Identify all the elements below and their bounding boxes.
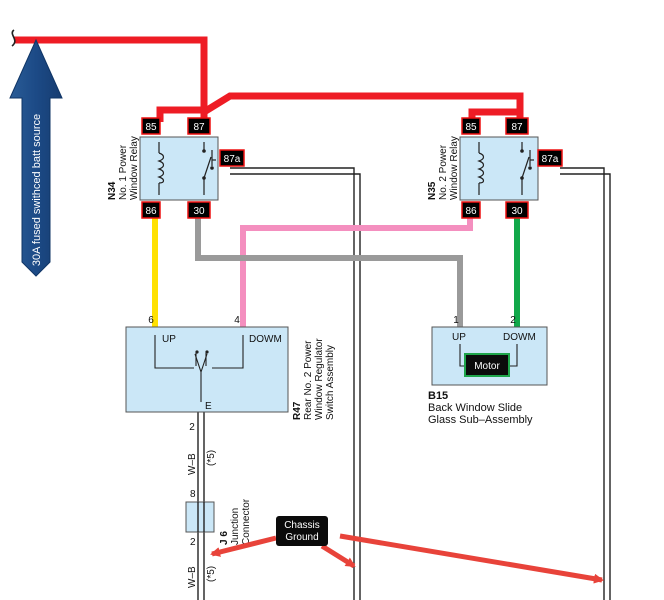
motor-label: Motor [474,361,500,372]
motor-line2: Glass Sub–Assembly [428,414,533,426]
wire-labels: W–B (*5) W–B (*5) 8 2 [187,450,217,588]
power-wire [14,36,524,122]
relay-1-line2: Window Relay [129,136,140,200]
ground-line1: Chassis [284,520,320,531]
motor-pin-left: 1 [453,315,459,326]
ground-arrows [210,533,604,584]
junction-pin-2: 2 [190,537,196,548]
source-arrow-label: 30A fused swithced batt source [31,114,43,266]
relay-2-line2: Window Relay [449,136,460,200]
motor-pin-right: 2 [510,315,516,326]
motor-id: B15 [428,390,448,402]
relay-1-pin-85: 85 [141,117,161,135]
relay-1-line1: No. 1 Power [118,144,129,200]
relay-2-pin-86: 86 [461,201,481,219]
relay-1-pin-30: 30 [187,201,211,219]
relay-1: 85 87 87a 86 30 N34 No. 1 Power Window R… [107,117,245,219]
svg-text:87: 87 [511,122,523,133]
relay-1-pin-87: 87 [187,117,211,135]
relay-2: 85 87 87a 86 30 N35 No. 2 Power Window R… [427,117,563,219]
motor-up-label: UP [452,332,466,343]
svg-text:30: 30 [193,206,205,217]
svg-text:85: 85 [145,122,157,133]
junction-line2: Connector [241,498,252,545]
wire-note-2: (*5) [206,566,217,582]
switch-line2: Window Regulator [314,338,325,420]
ground-wire-87a-2 [560,167,611,600]
svg-text:87a: 87a [542,154,559,165]
relay-2-pin-85: 85 [461,117,481,135]
source-arrow: 30A fused swithced batt source [9,38,63,277]
wire-color-code-1: W–B [187,453,198,475]
relay-1-id: N34 [107,181,118,200]
wire-note-1: (*5) [206,450,217,466]
switch-pin-left: 6 [148,315,154,326]
pink-wire [240,214,473,327]
motor-assembly: 1 2 UP DOWM Motor B15 Back Window Slide … [428,315,548,426]
svg-text:85: 85 [465,122,477,133]
switch-pin-bottom: 2 [189,422,195,433]
switch-assembly: 6 4 UP DOWM E 2 R47 Rear No. 2 Power Win… [125,315,336,433]
junction-pin-8: 8 [190,489,196,500]
relay-1-pin-87a: 87a [219,149,245,167]
svg-text:86: 86 [145,206,157,217]
motor-box: Motor [464,353,510,377]
ground-wire-87a-1 [230,167,361,600]
switch-pin-right: 4 [234,315,240,326]
wire-break-symbol [11,29,16,47]
relay-2-id: N35 [427,181,438,200]
switch-e-label: E [205,401,212,412]
motor-down-label: DOWM [503,332,536,343]
junction-connector: J 6 Junction Connector [185,498,252,545]
relay-2-pin-87a: 87a [537,149,563,167]
switch-id: R47 [292,401,303,420]
switch-up-label: UP [162,334,176,345]
junction-line1: Junction [230,508,241,545]
svg-text:87: 87 [193,122,205,133]
switch-line1: Rear No. 2 Power [303,340,314,420]
chassis-ground-callout: Chassis Ground [276,516,328,546]
relay-2-pin-87: 87 [505,117,529,135]
gray-wire [195,214,463,327]
junction-id: J 6 [219,531,230,545]
svg-text:87a: 87a [224,154,241,165]
switch-line3: Switch Assembly [325,345,336,420]
relay-2-pin-30: 30 [505,201,529,219]
wire-color-code-2: W–B [187,566,198,588]
relay-2-line1: No. 2 Power [438,144,449,200]
ground-line2: Ground [285,532,318,543]
svg-text:30: 30 [511,206,523,217]
motor-line1: Back Window Slide [428,402,522,414]
switch-down-label: DOWM [249,334,282,345]
svg-text:86: 86 [465,206,477,217]
relay-1-pin-86: 86 [141,201,161,219]
